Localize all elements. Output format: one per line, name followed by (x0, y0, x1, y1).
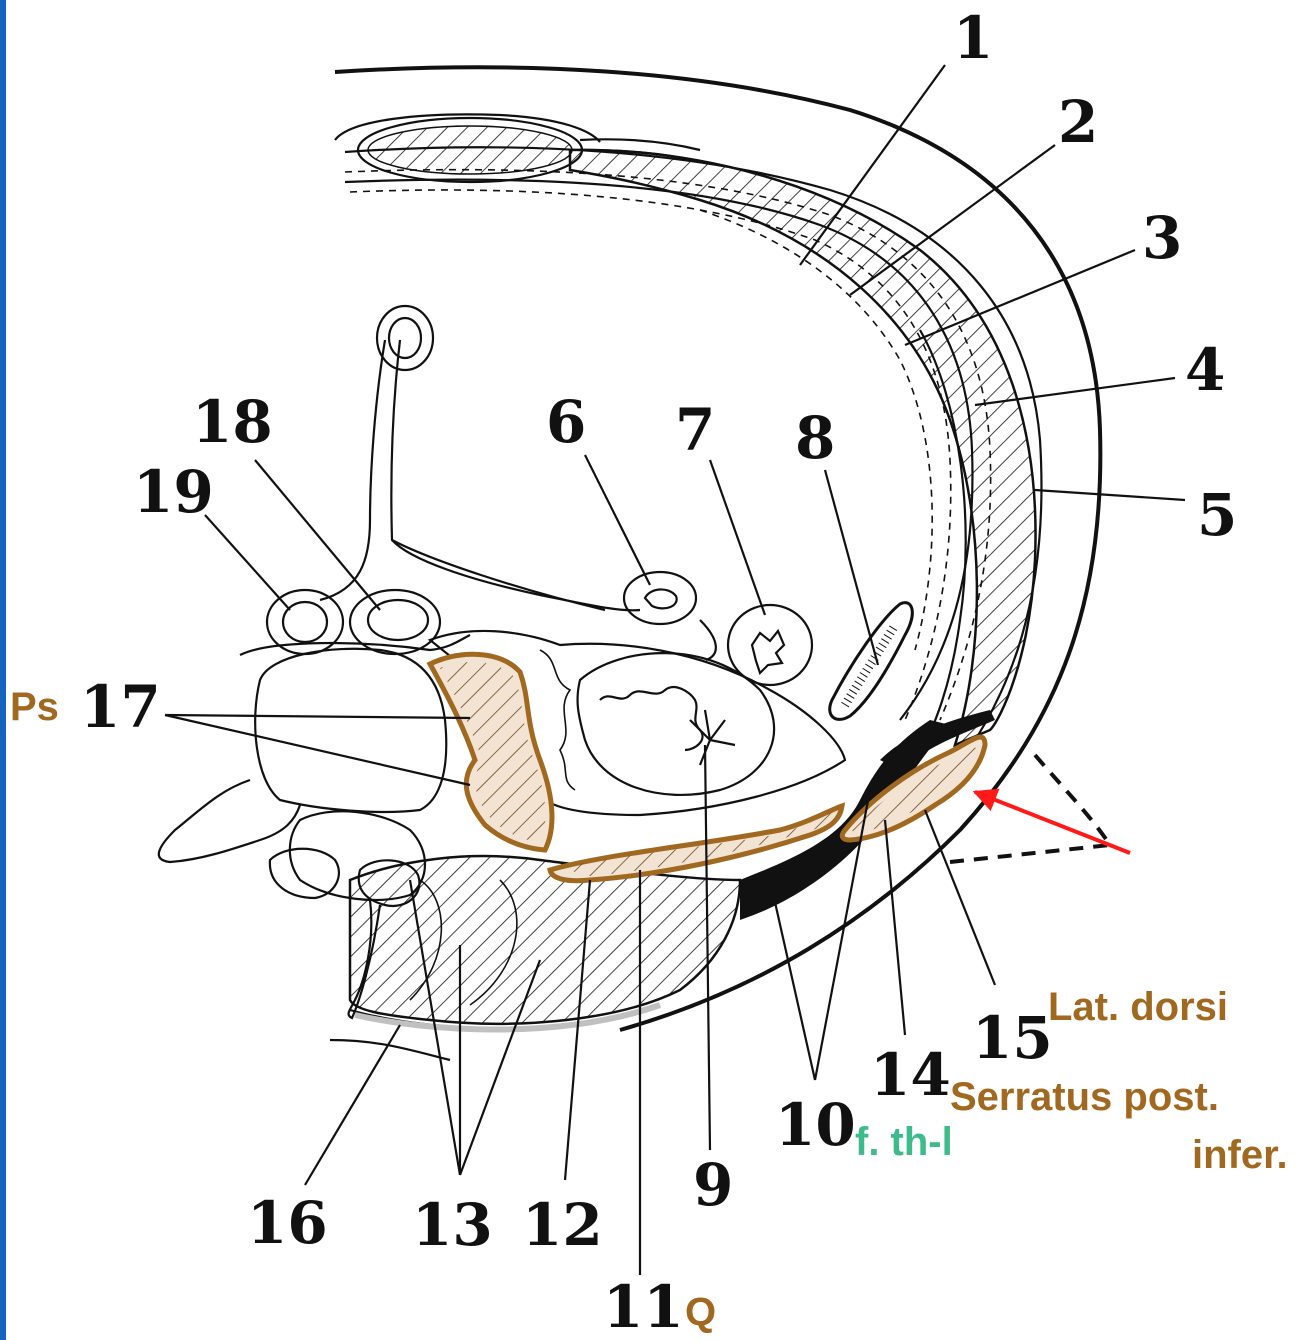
label-15: 15 (972, 1004, 1053, 1072)
label-serratus-line1: Serratus post. (950, 1075, 1219, 1119)
psoas-hatch (440, 662, 545, 842)
label-8: 8 (795, 404, 835, 472)
label-q: Q (685, 1290, 716, 1334)
back-muscles (330, 856, 740, 1060)
label-7: 7 (675, 396, 715, 464)
label-2: 2 (1058, 88, 1098, 156)
label-13: 13 (412, 1191, 493, 1259)
label-17: 17 (80, 673, 161, 741)
label-18: 18 (192, 388, 273, 456)
label-14: 14 (870, 1041, 951, 1109)
label-serratus-line2: infer. (1192, 1133, 1288, 1177)
label-9: 9 (693, 1151, 733, 1219)
label-1: 1 (953, 4, 993, 72)
label-10: 10 (775, 1091, 856, 1159)
kidney-lower-pole (830, 603, 913, 720)
label-12: 12 (522, 1191, 603, 1259)
label-5: 5 (1197, 481, 1237, 549)
label-11: 11 (603, 1273, 684, 1340)
vessels (624, 572, 912, 719)
red-arrow (975, 792, 1130, 853)
label-6: 6 (546, 388, 586, 456)
label-3: 3 (1142, 204, 1182, 272)
label-4: 4 (1185, 336, 1225, 404)
label-16: 16 (247, 1189, 328, 1257)
label-lat-dorsi: Lat. dorsi (1048, 985, 1228, 1029)
label-fthl: f. th-l (855, 1120, 953, 1164)
label-ps: Ps (10, 685, 59, 729)
label-19: 19 (133, 458, 214, 526)
